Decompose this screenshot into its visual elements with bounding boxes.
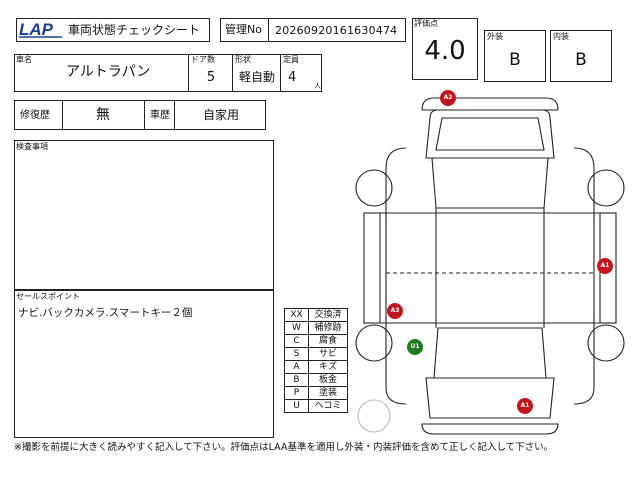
sales-point-label: セールスポイント bbox=[16, 292, 80, 301]
shape-value: 軽自動 bbox=[238, 70, 275, 84]
repair-history-label: 修復歴 bbox=[20, 110, 50, 121]
title-box bbox=[16, 18, 210, 42]
sales-point-text: ナビ.バックカメラ.スマートキー２個 bbox=[18, 307, 193, 319]
management-box bbox=[220, 18, 406, 42]
legend-meaning: キズ bbox=[308, 360, 348, 374]
shape-label: 形状 bbox=[235, 55, 251, 64]
sales-point-box bbox=[14, 290, 274, 438]
management-number: 20260920161630474 bbox=[275, 24, 398, 37]
car-name: アルトラパン bbox=[66, 64, 151, 80]
damage-marker-front: A2 bbox=[440, 90, 456, 106]
repair-history-value: 無 bbox=[96, 107, 110, 123]
legend-code: C bbox=[284, 334, 309, 348]
car-info-box bbox=[14, 54, 322, 92]
inspection-box bbox=[14, 140, 274, 290]
interior-grade: B bbox=[575, 50, 587, 70]
legend-meaning: 交換済 bbox=[308, 308, 348, 322]
legend-meaning: 塗装 bbox=[308, 386, 348, 400]
svg-text:LAP: LAP bbox=[19, 20, 54, 39]
legend-meaning: ヘコミ bbox=[308, 399, 348, 413]
damage-marker-left: A3 bbox=[387, 303, 403, 319]
inspection-label: 検査事項 bbox=[16, 142, 48, 151]
damage-marker-right: A1 bbox=[597, 258, 613, 274]
legend-code: XX bbox=[284, 308, 309, 322]
car-diagram bbox=[355, 97, 625, 435]
legend-code: P bbox=[284, 386, 309, 400]
sheet-title: 車両状態チェックシート bbox=[68, 23, 201, 37]
grade-label: 評価点 bbox=[414, 19, 438, 28]
capacity-unit: 人 bbox=[314, 82, 321, 90]
interior-label: 内装 bbox=[553, 32, 569, 41]
logo: LAP bbox=[19, 20, 62, 39]
legend-meaning: 板金 bbox=[308, 373, 348, 387]
vehicle-use-label: 車歴 bbox=[150, 110, 170, 121]
legend-code: A bbox=[284, 360, 309, 374]
grade-box bbox=[412, 18, 478, 80]
legend-code: S bbox=[284, 347, 309, 361]
legend-meaning: 腐食 bbox=[308, 334, 348, 348]
legend-code: B bbox=[284, 373, 309, 387]
legend-code: W bbox=[284, 321, 309, 335]
doors-label: ドア数 bbox=[191, 55, 215, 64]
grade-value: 4.0 bbox=[424, 36, 466, 66]
legend-code: U bbox=[284, 399, 309, 413]
legend-meaning: サビ bbox=[308, 347, 348, 361]
legend-meaning: 補修跡 bbox=[308, 321, 348, 335]
exterior-box bbox=[484, 30, 546, 82]
capacity-label: 定員 bbox=[283, 55, 299, 64]
management-label: 管理No bbox=[225, 23, 262, 36]
interior-box bbox=[550, 30, 612, 82]
exterior-label: 外装 bbox=[487, 32, 503, 41]
exterior-grade: B bbox=[509, 50, 521, 70]
vehicle-use-value: 自家用 bbox=[202, 108, 239, 122]
damage-marker-rear: A1 bbox=[517, 398, 533, 414]
footer-note: ※撮影を前提に大きく読みやすく記入して下さい。評価点はLAA基準を適用し外装・内… bbox=[14, 442, 554, 453]
car-name-label: 車名 bbox=[16, 55, 32, 64]
doors-value: 5 bbox=[206, 70, 216, 85]
history-box bbox=[14, 100, 266, 130]
dent-marker-center: U1 bbox=[407, 339, 423, 355]
capacity-value: 4 bbox=[288, 70, 297, 85]
